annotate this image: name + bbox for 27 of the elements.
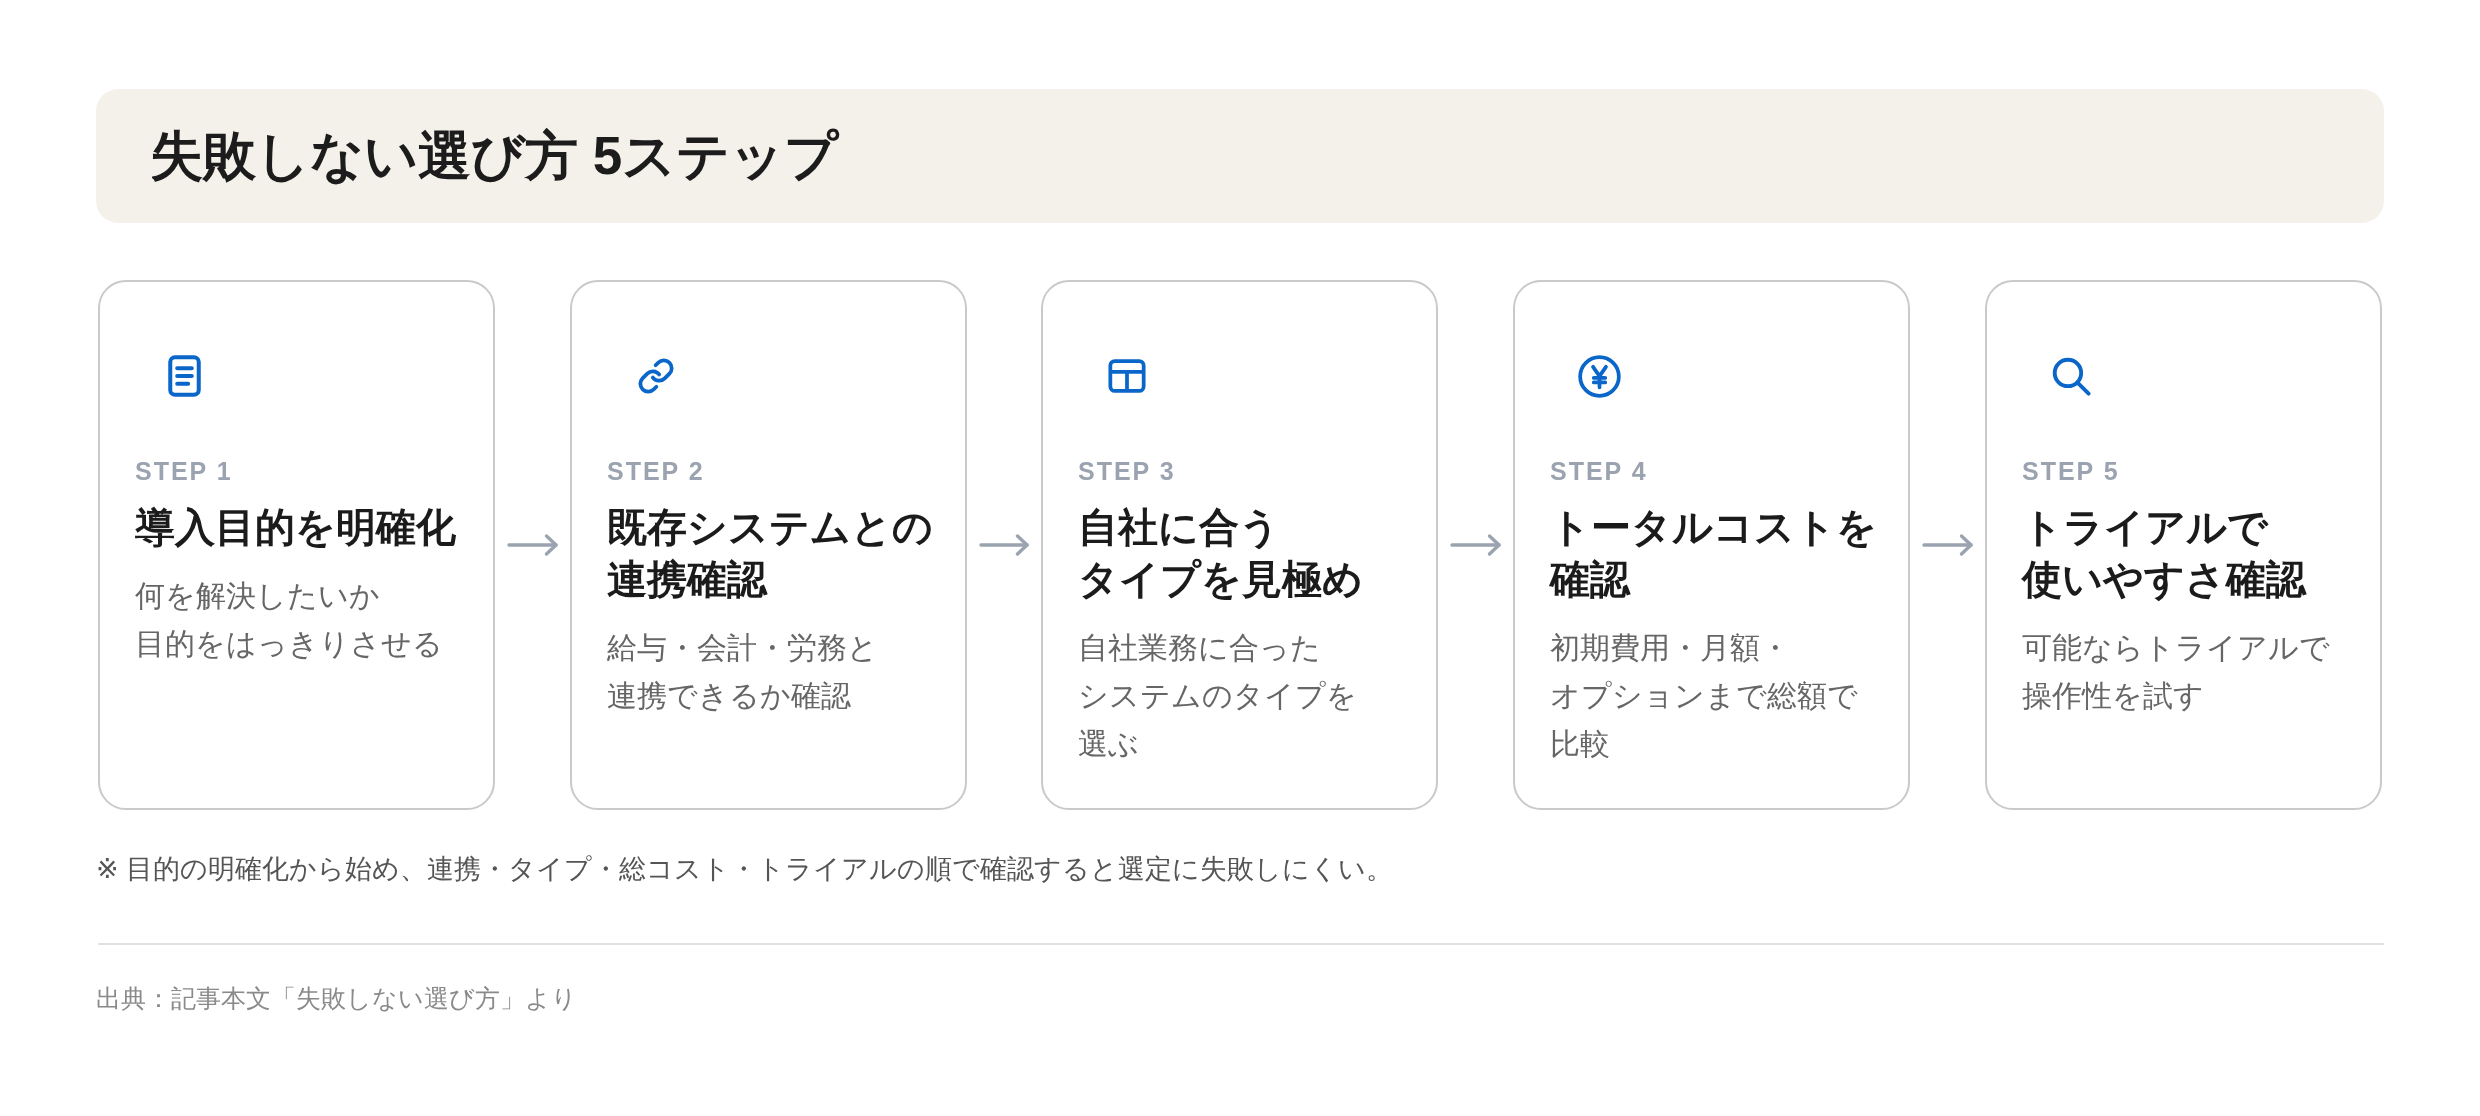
arrow	[1450, 534, 1501, 556]
step-card	[98, 280, 495, 810]
step-label: STEP 5	[2022, 456, 2120, 486]
step-heading: トータルコストを確認	[1550, 504, 1877, 603]
step-label: STEP 1	[135, 456, 233, 486]
step-card	[1041, 280, 1438, 810]
step-label: STEP 4	[1550, 456, 1648, 486]
step-heading: トライアルで使いやすさ確認	[2022, 504, 2306, 603]
step-description: 給与・会計・労務と連携できるか確認	[607, 630, 878, 714]
source-note: 出典：記事本文「失敗しない選び方」より	[96, 983, 577, 1014]
step-card	[570, 280, 967, 810]
step-heading: 自社に合うタイプを見極め	[1078, 504, 1363, 603]
step-heading: 導入目的を明確化	[135, 504, 456, 551]
title: 失敗しない選び方 5ステップ	[150, 125, 839, 187]
step-description: 何を解決したいか目的をはっきりさせる	[135, 578, 443, 662]
step-card	[1513, 280, 1910, 810]
arrow	[1922, 534, 1973, 556]
step-heading: 既存システムとの連携確認	[607, 504, 933, 603]
arrow	[507, 534, 558, 556]
step-label: STEP 2	[607, 456, 705, 486]
footnote: ※ 目的の明確化から始め、連携・タイプ・総コスト・トライアルの順で確認すると選定に失敗しにくい。	[96, 853, 1394, 886]
step-description: 初期費用・月額・オプションまで総額で比較	[1550, 630, 1858, 762]
step-description: 可能ならトライアルで操作性を試す	[2022, 630, 2330, 714]
arrow	[979, 534, 1029, 556]
step-description: 自社業務に合ったシステムのタイプを選ぶ	[1078, 630, 1357, 762]
step-card	[1985, 280, 2382, 810]
step-label: STEP 3	[1078, 456, 1176, 486]
